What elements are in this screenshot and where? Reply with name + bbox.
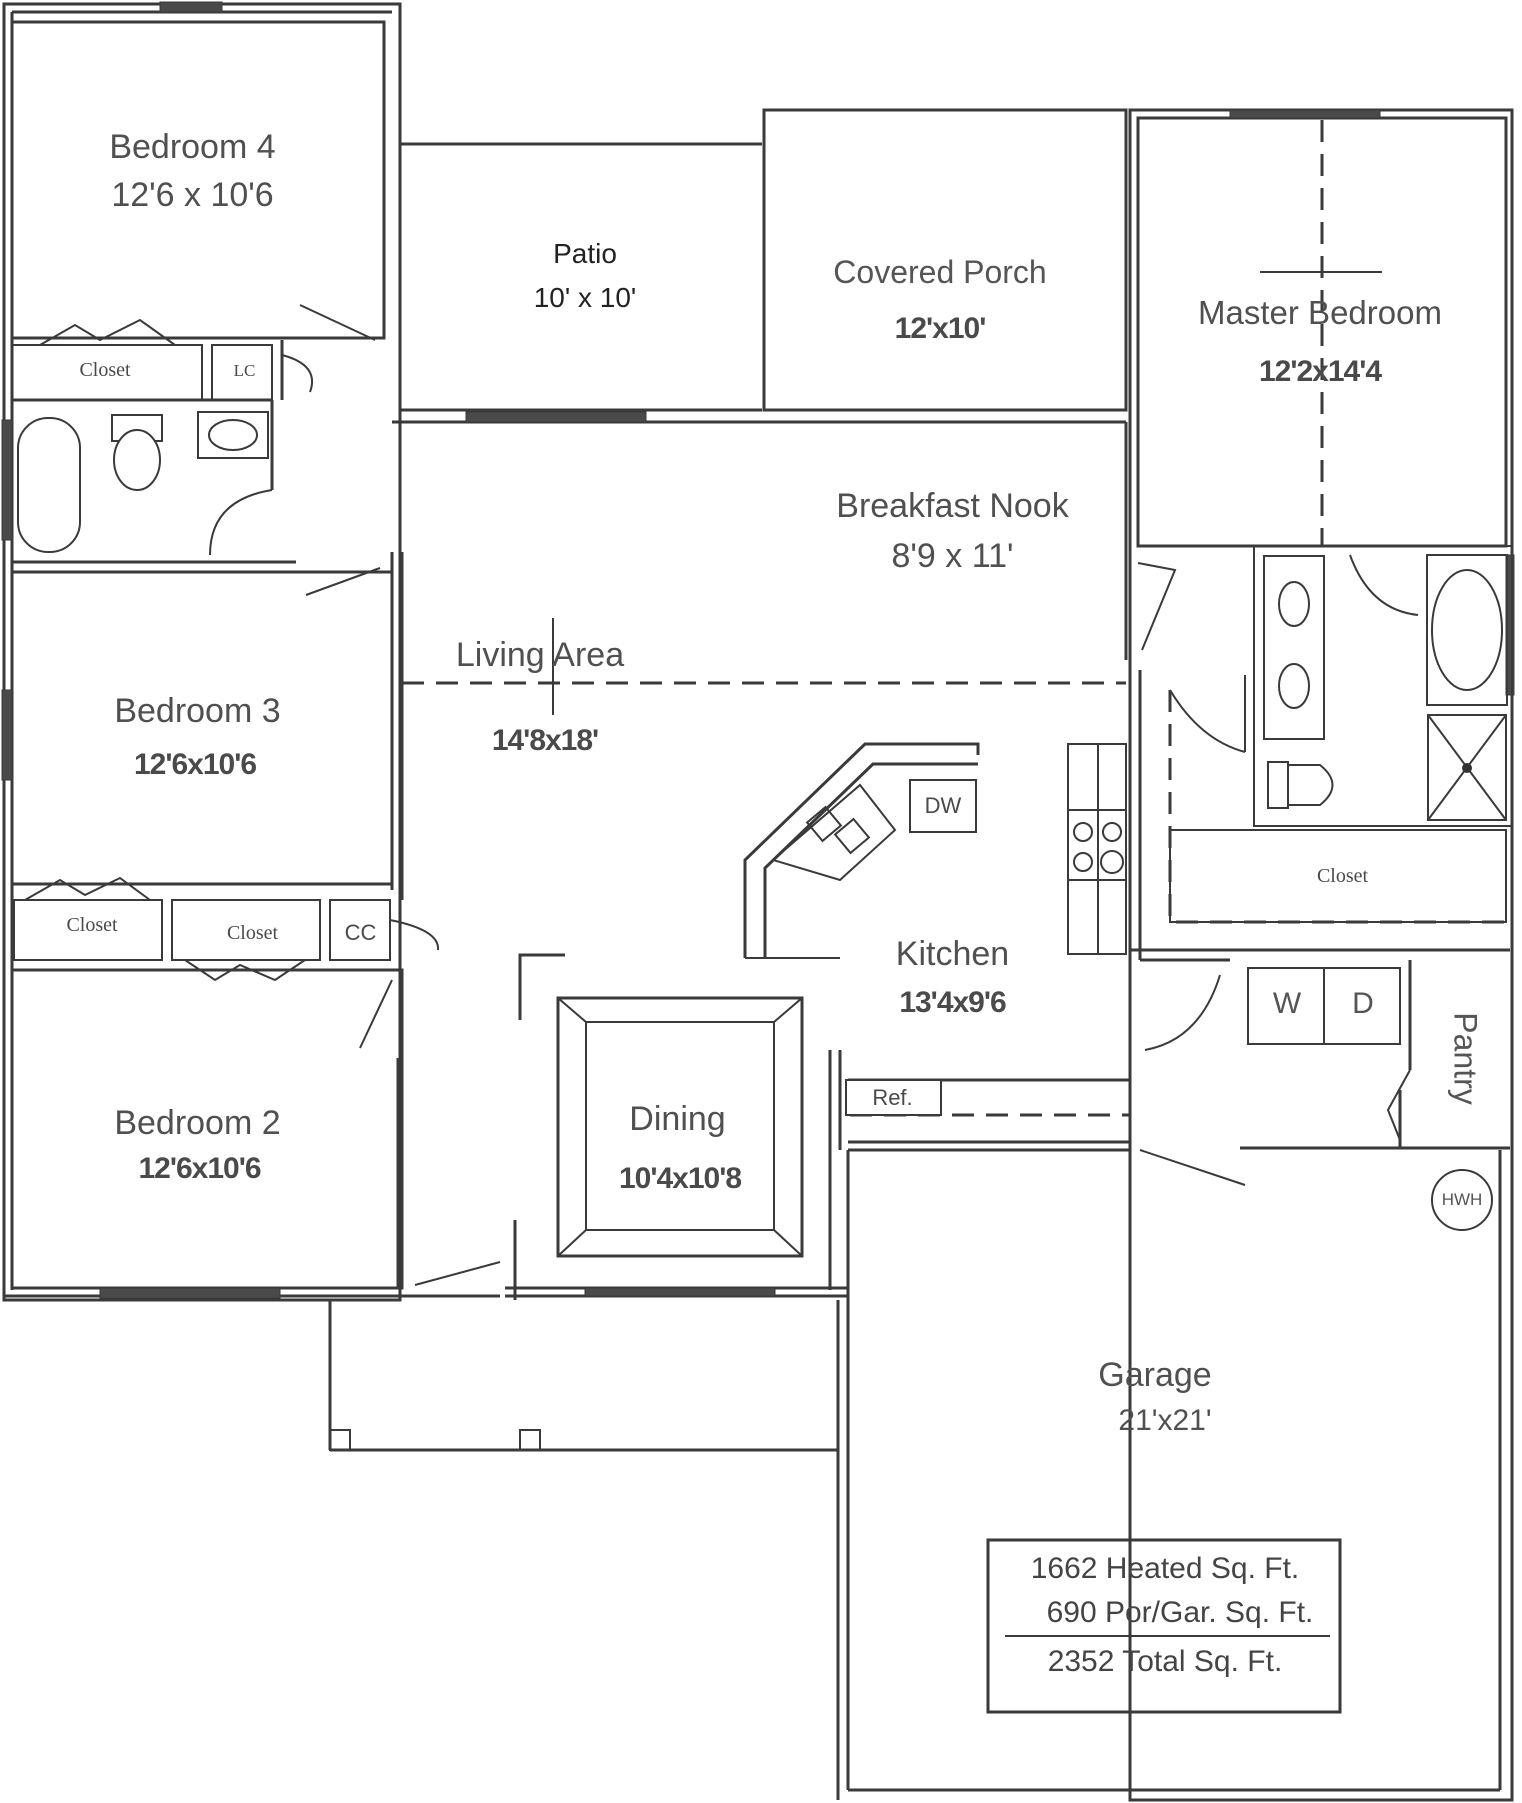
- porch-garage-sqft: 690 Por/Gar. Sq. Ft.: [1046, 1596, 1314, 1629]
- bedroom-3-closet-label: Closet: [66, 914, 118, 936]
- bedroom-2-closet-label: Closet: [226, 922, 279, 944]
- summary-box: [986, 1538, 1342, 1714]
- breakfast-nook-name: Breakfast Nook: [836, 487, 1069, 525]
- covered-porch-size: 12'x10': [894, 312, 987, 345]
- bedroom-4-size: 12'6 x 10'6: [111, 176, 274, 214]
- master-bath-fixtures: [1169, 545, 1513, 923]
- laundry: [1247, 967, 1493, 1231]
- dining-name: Dining: [629, 1100, 726, 1138]
- kitchen-size: 13'4x9'6: [899, 986, 1006, 1019]
- coat-closet-label: CC: [344, 920, 377, 945]
- dining-size: 10'4x10'8: [618, 1162, 742, 1195]
- kitchen-fixtures: [556, 742, 1127, 1258]
- bedroom-3-size: 12'6x10'6: [133, 748, 257, 781]
- bedroom-2-size: 12'6x10'6: [138, 1152, 261, 1185]
- washer-label: W: [1272, 987, 1302, 1020]
- linen-closet-label: LC: [233, 361, 256, 380]
- heated-sqft: 1662 Heated Sq. Ft.: [1030, 1552, 1300, 1585]
- master-closet-label: Closet: [1316, 865, 1369, 887]
- water-heater-label: HWH: [1441, 1190, 1483, 1209]
- living-area-name: Living Area: [455, 636, 625, 674]
- hall-bath-fixtures: [17, 318, 306, 982]
- living-area-size: 14'8x18': [491, 724, 599, 757]
- bedroom-4-closet-label: Closet: [79, 359, 131, 381]
- windows: [1, 1, 1515, 1299]
- breakfast-nook-size: 8'9 x 11': [891, 537, 1014, 575]
- master-bedroom-name: Master Bedroom: [1198, 294, 1442, 331]
- patio-size: 10' x 10': [533, 282, 637, 313]
- bedroom-2-name: Bedroom 2: [114, 1104, 281, 1142]
- doors: [209, 304, 1419, 1286]
- total-sqft: 2352 Total Sq. Ft.: [1047, 1645, 1283, 1678]
- garage-name: Garage: [1098, 1356, 1212, 1394]
- pantry-label: Pantry: [1447, 1012, 1484, 1105]
- covered-porch-name: Covered Porch: [833, 254, 1047, 290]
- bedroom-3-name: Bedroom 3: [114, 692, 281, 730]
- dishwasher-label: DW: [924, 793, 962, 818]
- garage-size: 21'x21': [1118, 1404, 1212, 1437]
- master-bedroom-size: 12'2x14'4: [1258, 355, 1382, 388]
- bedroom-4-name: Bedroom 4: [109, 128, 276, 166]
- kitchen-name: Kitchen: [895, 935, 1010, 973]
- patio-name: Patio: [553, 238, 617, 269]
- refrigerator-label: Ref.: [872, 1085, 913, 1110]
- dryer-label: D: [1352, 987, 1374, 1020]
